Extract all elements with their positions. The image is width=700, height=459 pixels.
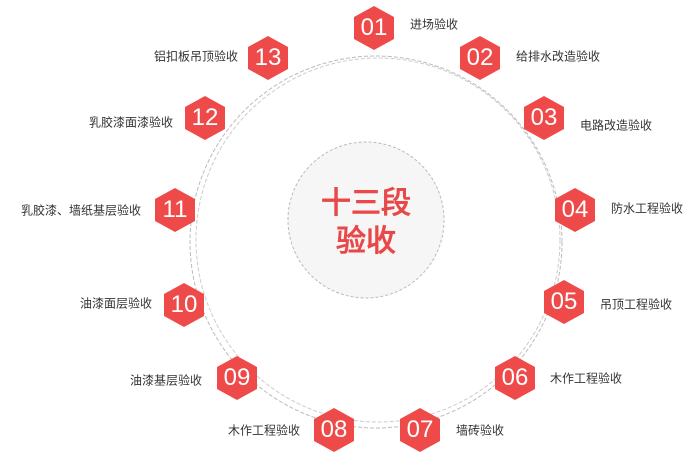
step-label-10: 油漆面层验收 <box>79 296 152 311</box>
step-label-02: 给排水改造验收 <box>516 49 601 64</box>
outer-ring <box>189 55 563 429</box>
step-badge-06: 06 <box>495 356 535 400</box>
step-label-08: 木作工程验收 <box>227 423 300 438</box>
step-badge-09: 09 <box>217 356 257 400</box>
step-badge-03: 03 <box>524 96 564 140</box>
step-label-07: 墙砖验收 <box>456 423 505 438</box>
center-title: 十三段 验收 <box>288 185 444 261</box>
step-label-06: 木作工程验收 <box>550 371 623 386</box>
step-label-09: 油漆基层验收 <box>129 373 202 388</box>
center-title-line2: 验收 <box>336 224 396 259</box>
center-title-line1: 十三段 <box>321 186 411 221</box>
step-badge-07: 07 <box>400 408 440 452</box>
step-label-03: 电路改造验收 <box>580 118 653 133</box>
center-circle <box>287 141 445 299</box>
step-badge-05: 05 <box>544 280 584 324</box>
step-label-04: 防水工程验收 <box>611 201 684 216</box>
outer-ring-inner <box>195 57 561 423</box>
step-label-11: 乳胶漆、墙纸基层验收 <box>20 203 141 218</box>
step-label-12: 乳胶漆面漆验收 <box>88 115 173 130</box>
step-label-13: 铝扣板吊顶验收 <box>153 49 238 64</box>
step-label-01: 进场验收 <box>410 17 459 32</box>
step-badge-10: 10 <box>164 283 204 327</box>
step-badge-08: 08 <box>314 408 354 452</box>
step-badge-04: 04 <box>555 188 595 232</box>
step-label-05: 吊顶工程验收 <box>600 297 673 312</box>
